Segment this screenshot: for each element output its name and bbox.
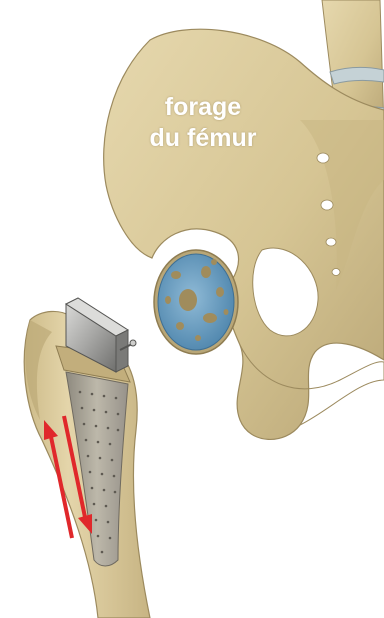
sacral-foramen bbox=[332, 269, 340, 276]
caption-line-2: du fémur bbox=[128, 123, 278, 154]
acetabulum-cup bbox=[154, 250, 238, 354]
step-caption: forage du fémur bbox=[128, 92, 278, 154]
caption-line-1: forage bbox=[128, 92, 278, 123]
sacral-foramen bbox=[326, 238, 336, 246]
sacral-foramen bbox=[321, 200, 333, 210]
sacral-foramen bbox=[317, 153, 329, 163]
